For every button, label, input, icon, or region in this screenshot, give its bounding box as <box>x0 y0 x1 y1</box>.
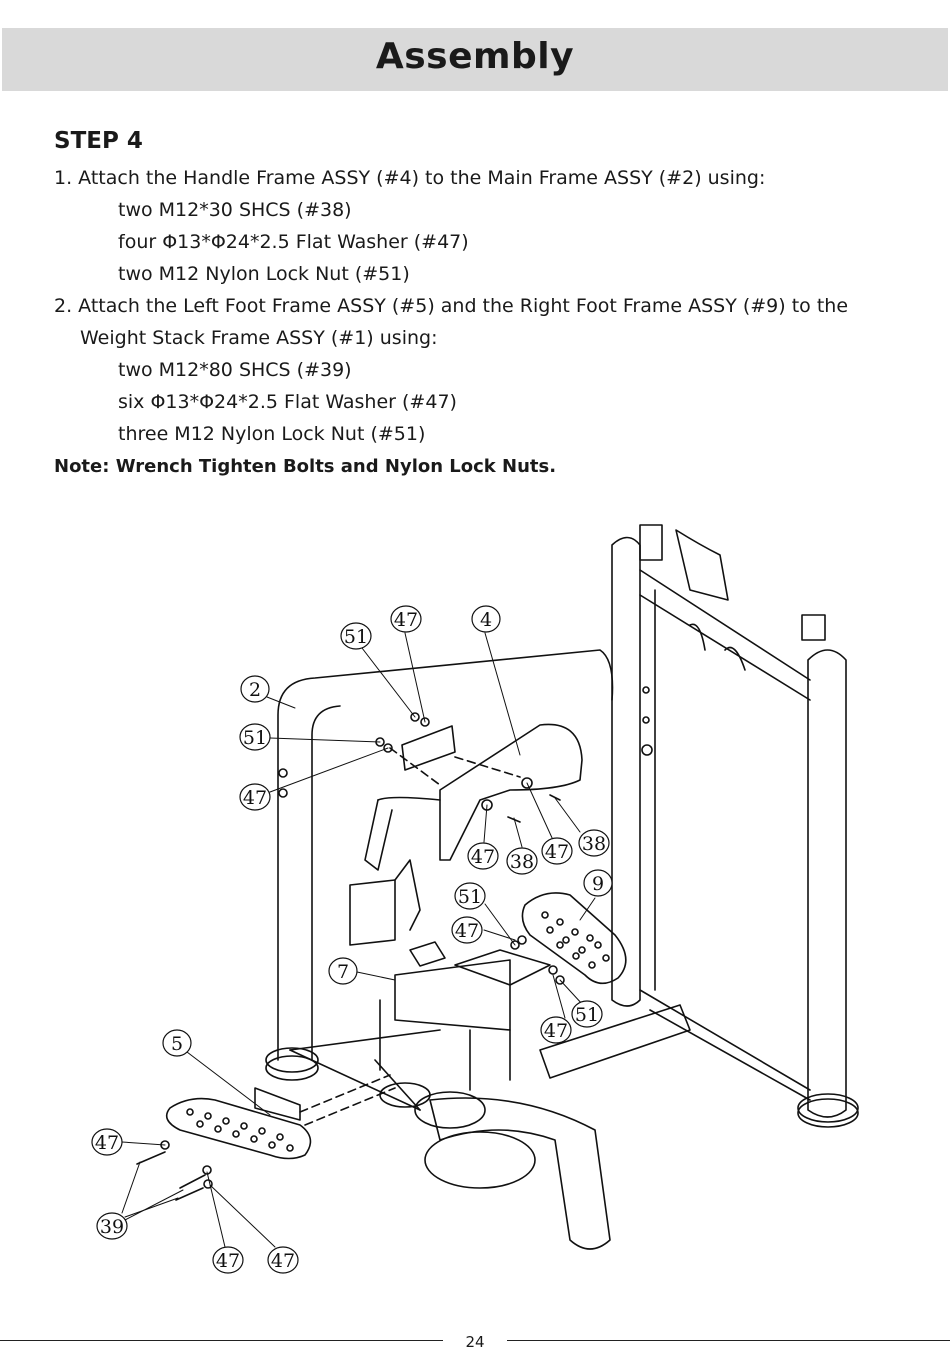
svg-text:7: 7 <box>337 961 349 983</box>
svg-text:39: 39 <box>100 1216 124 1238</box>
leader-lines <box>121 632 596 1248</box>
callouts: 47 4 51 2 51 47 47 38 47 38 9 51 47 7 47… <box>91 605 613 1274</box>
handle-frame <box>364 723 583 871</box>
callout-47: 47 <box>540 1016 572 1044</box>
instruction-2: 2. Attach the Left Foot Frame ASSY (#5) … <box>54 295 849 317</box>
note: Note: Wrench Tighten Bolts and Nylon Loc… <box>54 456 557 477</box>
callout-4: 4 <box>471 605 501 633</box>
instruction-2-continued: Weight Stack Frame ASSY (#1) using: <box>80 327 438 349</box>
right-foot-plate <box>521 892 627 985</box>
callout-38: 38 <box>578 829 610 857</box>
svg-text:4: 4 <box>480 609 492 631</box>
svg-text:47: 47 <box>544 1020 568 1042</box>
svg-text:51: 51 <box>243 727 267 749</box>
callout-2: 2 <box>240 675 270 703</box>
step-heading: STEP 4 <box>54 128 143 154</box>
callout-47: 47 <box>541 837 573 865</box>
page-title: Assembly <box>375 36 575 77</box>
page-number: 24 <box>465 1333 485 1351</box>
svg-text:51: 51 <box>575 1004 599 1026</box>
svg-text:5: 5 <box>171 1033 183 1055</box>
part-line: four Φ13*Φ24*2.5 Flat Washer (#47) <box>118 231 469 253</box>
svg-text:38: 38 <box>510 851 534 873</box>
svg-text:38: 38 <box>582 833 606 855</box>
callout-51: 51 <box>571 1000 603 1028</box>
svg-text:47: 47 <box>455 920 479 942</box>
svg-text:47: 47 <box>471 846 495 868</box>
callout-47: 47 <box>212 1246 244 1274</box>
part-line: two M12*80 SHCS (#39) <box>118 359 352 381</box>
callout-39: 39 <box>96 1212 128 1240</box>
alignment-lines <box>299 747 521 1126</box>
callout-47: 47 <box>451 916 483 944</box>
callout-51: 51 <box>340 622 372 650</box>
svg-text:51: 51 <box>344 626 368 648</box>
callout-47: 47 <box>91 1128 123 1156</box>
callout-5: 5 <box>162 1029 192 1057</box>
svg-text:2: 2 <box>249 679 261 701</box>
svg-text:9: 9 <box>592 873 604 895</box>
callout-51: 51 <box>239 723 271 751</box>
svg-text:47: 47 <box>394 609 418 631</box>
svg-text:47: 47 <box>545 841 569 863</box>
hardware <box>136 712 565 1201</box>
svg-text:51: 51 <box>458 886 482 908</box>
part-line: six Φ13*Φ24*2.5 Flat Washer (#47) <box>118 391 457 413</box>
footer-rule-left <box>0 1340 443 1341</box>
svg-text:47: 47 <box>243 787 267 809</box>
callout-9: 9 <box>583 869 613 897</box>
svg-text:47: 47 <box>271 1250 295 1272</box>
svg-text:47: 47 <box>216 1250 240 1272</box>
part-line: two M12*30 SHCS (#38) <box>118 199 352 221</box>
svg-text:47: 47 <box>95 1132 119 1154</box>
footer-rule-right <box>507 1340 950 1341</box>
header-bar <box>2 28 948 91</box>
callout-51: 51 <box>454 882 486 910</box>
callout-7: 7 <box>328 957 358 985</box>
part-line: three M12 Nylon Lock Nut (#51) <box>118 423 426 445</box>
part-line: two M12 Nylon Lock Nut (#51) <box>118 263 410 285</box>
callout-38: 38 <box>506 847 538 875</box>
center-assembly <box>349 859 691 1250</box>
callout-47: 47 <box>467 842 499 870</box>
instruction-1: 1. Attach the Handle Frame ASSY (#4) to … <box>54 167 766 189</box>
weight-stack-frame <box>611 524 859 1128</box>
callout-47: 47 <box>390 605 422 633</box>
callout-47: 47 <box>267 1246 299 1274</box>
callout-47: 47 <box>239 783 271 811</box>
left-foot-plate <box>165 1087 312 1160</box>
